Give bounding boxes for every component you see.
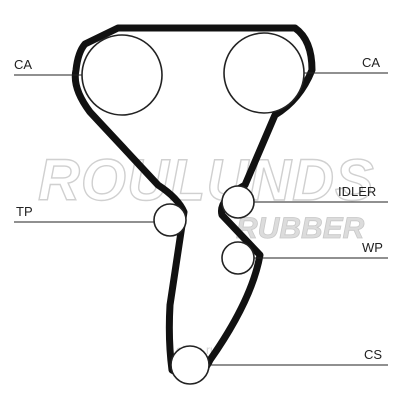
water-pump-pulley	[221, 241, 255, 275]
label-ca-left: CA	[14, 57, 32, 72]
camshaft-pulley-right	[223, 32, 305, 114]
label-idler: IDLER	[338, 184, 376, 199]
crankshaft-pulley	[170, 345, 210, 385]
brand-watermark: ROULUNDS RUBBER oboo.ru	[37, 147, 375, 357]
label-tp: TP	[16, 204, 33, 219]
tensioner-pulley	[153, 203, 187, 237]
leader-lines	[14, 72, 388, 366]
idler-pulley	[221, 185, 255, 219]
watermark-brand-line1: ROULUNDS	[38, 148, 375, 213]
camshaft-pulley-left	[81, 34, 163, 116]
label-cs: CS	[364, 347, 382, 362]
watermark-brand-line2: RUBBER	[236, 212, 365, 245]
labels: CA CA IDLER TP WP CS	[14, 55, 383, 362]
label-wp: WP	[362, 240, 383, 255]
pulleys	[81, 32, 305, 385]
label-ca-right: CA	[362, 55, 380, 70]
